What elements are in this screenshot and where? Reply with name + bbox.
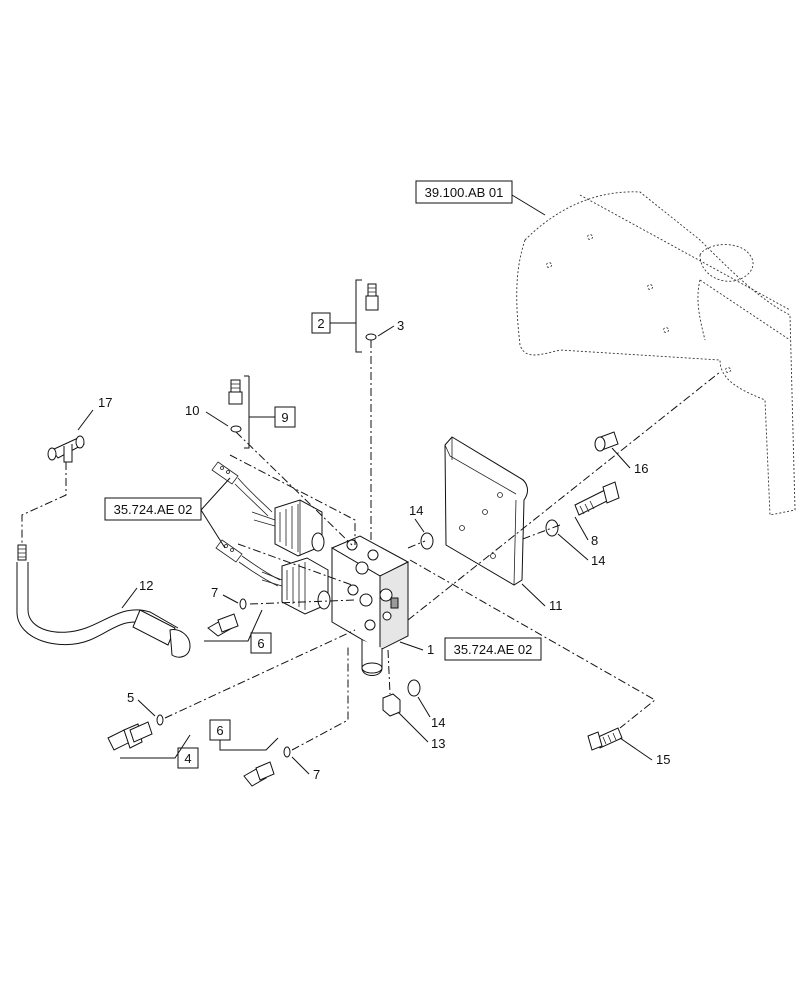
- fender-panel: [516, 191, 796, 516]
- elbow-fitting: [107, 721, 153, 751]
- washer-right: [545, 519, 559, 537]
- wire-harness-lower: [215, 539, 281, 587]
- leader-harness: [200, 477, 231, 549]
- valve-block: [330, 535, 410, 676]
- leader-fender: [511, 194, 546, 216]
- callout-1: 1: [427, 642, 434, 657]
- o-ring-left: [230, 425, 242, 433]
- callout-5: 5: [127, 690, 134, 705]
- bolt-short: [587, 727, 623, 751]
- callout-11: 11: [549, 598, 563, 613]
- mounting-bracket: [444, 436, 528, 586]
- hydraulic-hose: [16, 544, 191, 658]
- straight-fitting-left: [228, 379, 243, 405]
- center-lines: [21, 340, 721, 751]
- ref-fender-label: 39.100.AB 01: [425, 185, 504, 200]
- svg-text:6: 6: [257, 636, 264, 651]
- callout-8: 8: [591, 533, 598, 548]
- solenoid-coil-upper: [251, 499, 325, 557]
- solenoid-coil-lower: [261, 557, 331, 615]
- svg-text:2: 2: [317, 316, 324, 331]
- o-ring-5: [156, 714, 164, 726]
- adapter-fitting-lower: [243, 761, 275, 787]
- callout-10: 10: [185, 403, 199, 418]
- washer-lower: [407, 679, 421, 697]
- callout-14-right: 14: [591, 553, 605, 568]
- ref-harness-box[interactable]: 35.724.AE 02: [104, 497, 202, 521]
- o-ring-top: [365, 333, 377, 341]
- ref-valve-label: 35.724.AE 02: [454, 642, 533, 657]
- callout-12: 12: [139, 578, 153, 593]
- callout-box-6-upper: 6: [204, 609, 272, 654]
- callout-14-lower: 14: [431, 715, 445, 730]
- o-ring-7-lower: [283, 746, 291, 758]
- svg-text:4: 4: [184, 751, 191, 766]
- callout-box-9: 9: [244, 375, 296, 449]
- tee-fitting: [47, 435, 85, 463]
- o-ring-7-upper: [239, 598, 247, 610]
- callout-3: 3: [397, 318, 404, 333]
- spacer: [594, 431, 619, 452]
- nut: [382, 693, 401, 717]
- svg-text:6: 6: [216, 723, 223, 738]
- bolt-long: [574, 481, 620, 516]
- ref-fender-box[interactable]: 39.100.AB 01: [415, 180, 513, 204]
- washer-left: [420, 532, 434, 550]
- callout-box-2: 2: [311, 279, 362, 353]
- callout-7-lower: 7: [313, 767, 320, 782]
- callout-16: 16: [634, 461, 648, 476]
- callout-17: 17: [98, 395, 112, 410]
- svg-text:9: 9: [281, 410, 288, 425]
- ref-harness-label: 35.724.AE 02: [114, 502, 193, 517]
- callout-box-4: 4: [120, 734, 199, 769]
- straight-fitting-top: [365, 283, 379, 311]
- wire-harness-upper: [211, 461, 273, 517]
- callout-13: 13: [431, 736, 445, 751]
- ref-valve-box[interactable]: 35.724.AE 02: [444, 637, 542, 661]
- adapter-fitting-upper: [207, 613, 239, 637]
- callout-15: 15: [656, 752, 670, 767]
- callout-14-left: 14: [409, 503, 423, 518]
- callout-7-upper: 7: [211, 585, 218, 600]
- callout-box-6-lower: 6: [209, 719, 279, 751]
